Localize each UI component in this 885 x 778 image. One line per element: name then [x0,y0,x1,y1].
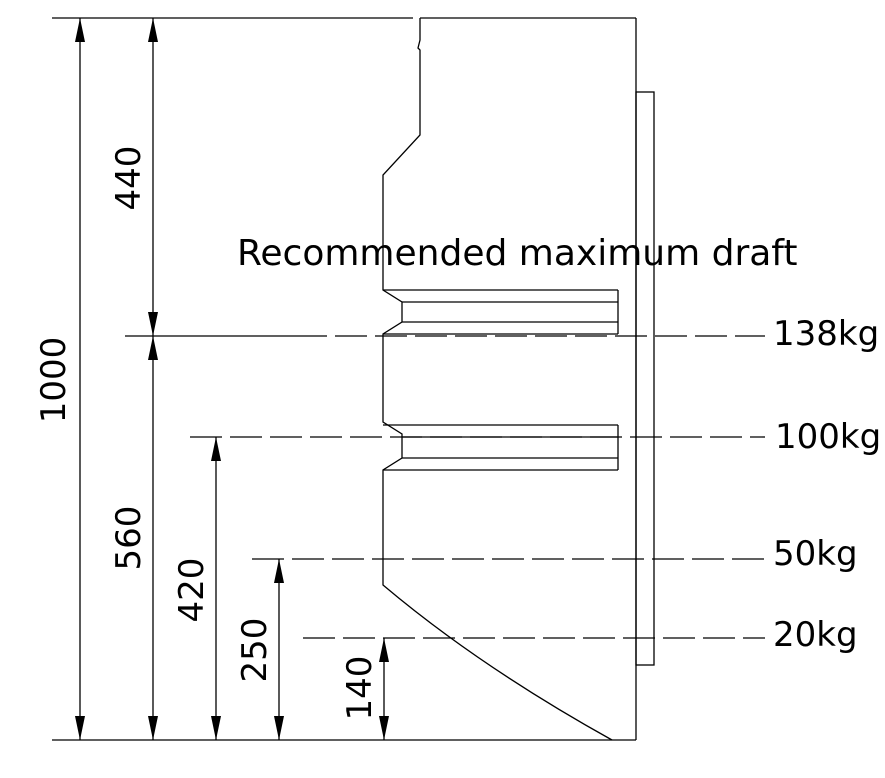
dimension-label-440: 440 [109,146,149,211]
dimension-440 [148,18,158,336]
dimension-560 [148,336,158,740]
dimension-label-420: 420 [172,558,212,623]
load-label-20kg: 20kg [773,615,858,655]
load-label-50kg: 50kg [773,534,858,574]
hull-outline [382,17,637,741]
dimension-label-250: 250 [235,618,275,683]
side-plate [635,91,655,666]
recommended-draft-note: Recommended maximum draft [237,233,797,274]
load-label-100kg: 100kg [775,417,881,457]
dimension-label-560: 560 [109,506,149,571]
dimension-140 [379,638,389,740]
dimension-1000 [75,18,85,740]
dimension-420 [211,437,221,740]
load-label-138kg: 138kg [773,314,879,354]
dimension-250 [274,559,284,740]
extension-lines [52,17,636,741]
dimension-label-1000: 1000 [34,337,74,424]
dimension-label-140: 140 [340,656,380,721]
